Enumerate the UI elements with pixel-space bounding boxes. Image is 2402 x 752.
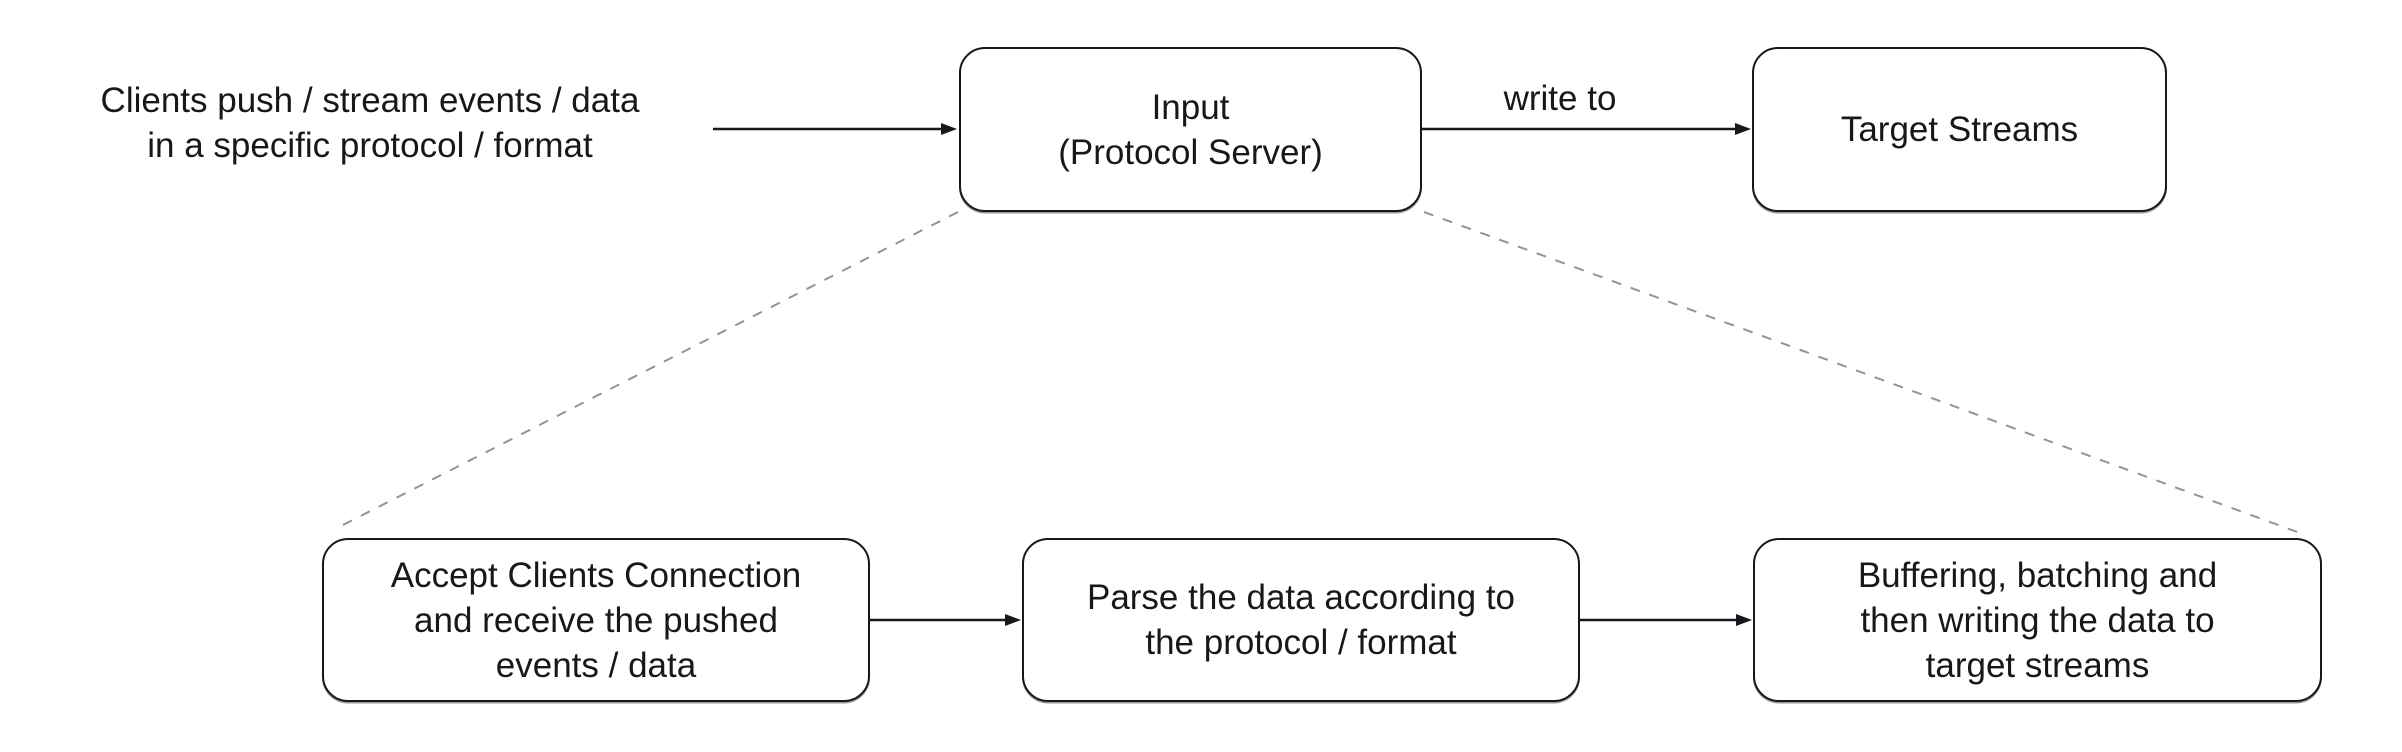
clients-note-label: Clients push / stream events / data in a… [30,78,710,168]
target-streams-node: Target Streams [1752,47,2167,212]
input-node-line: Input [1151,87,1230,127]
write-to-edge-label-text: write to [1503,79,1617,118]
edge-input-to-buffer-dashed [1423,211,2301,534]
buffering-node-line: Buffering, batching and [1857,555,2218,595]
accept-connection-node-line: and receive the pushed [414,600,778,640]
edge-input-to-accept-dashed [336,211,959,529]
clients-note-line: in a specific protocol / format [147,126,593,165]
buffering-node-line: then writing the data to [1860,600,2215,640]
accept-connection-node-line: Accept Clients Connection [390,555,802,595]
accept-connection-node: Accept Clients Connection and receive th… [322,538,870,702]
write-to-edge-label: write to [1440,76,1680,121]
parse-data-node-line: the protocol / format [1145,623,1457,662]
buffering-node: Buffering, batching and then writing the… [1753,538,2322,702]
accept-connection-node-line: events / data [495,645,697,685]
buffering-node-line: target streams [1925,645,2150,685]
input-node-line: (Protocol Server) [1058,132,1323,172]
target-streams-node-line: Target Streams [1840,110,2079,149]
parse-data-node: Parse the data according to the protocol… [1022,538,1580,702]
parse-data-node-line: Parse the data according to [1086,578,1516,617]
input-node: Input (Protocol Server) [959,47,1422,212]
clients-note-line: Clients push / stream events / data [100,81,640,120]
